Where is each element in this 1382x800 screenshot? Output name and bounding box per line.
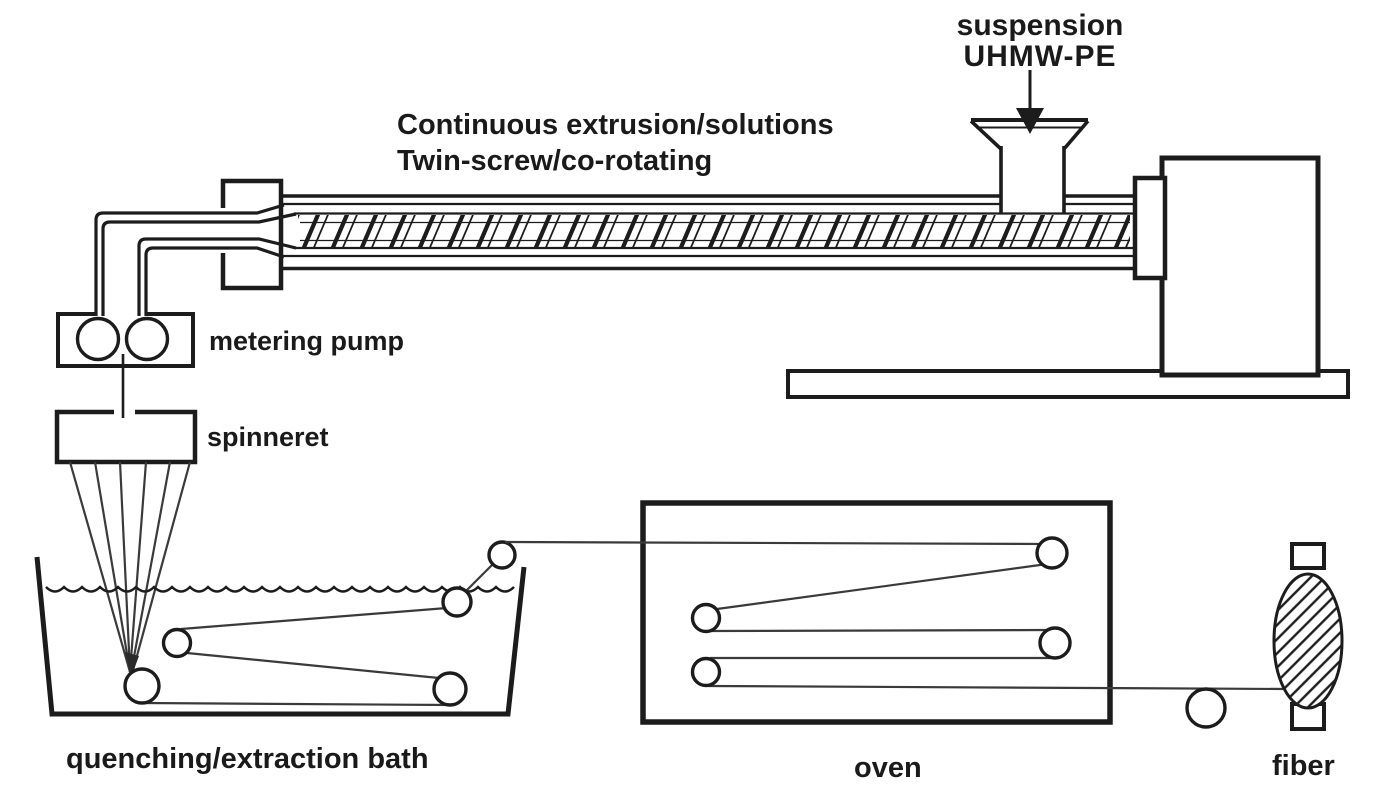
metering-pump-label: metering pump (209, 326, 404, 356)
diagram-labels: suspension UHMW-PE Continuous extrusion/… (66, 9, 1335, 784)
feed-arrow-icon (1016, 70, 1044, 134)
metering-pump (56, 203, 297, 368)
bath-roller-2 (432, 671, 468, 707)
water-surface (45, 585, 515, 593)
bath-wall (34, 556, 527, 717)
extruder-caption-line2: Twin-screw/co-rotating (397, 145, 712, 177)
oven-roller-4 (690, 656, 722, 688)
fiber-label: fiber (1272, 750, 1335, 782)
feed-label-line1: suspension (957, 9, 1124, 42)
filament-fan (68, 461, 192, 677)
motor-block (1159, 155, 1321, 378)
oven-box (640, 500, 1113, 725)
oven-roller-2 (690, 602, 722, 634)
oven (504, 500, 1288, 725)
bath-roller-3 (161, 627, 193, 659)
bath-roller-1 (123, 667, 161, 705)
twin-screw-hatch (298, 215, 1130, 247)
feed-hopper (969, 118, 1090, 214)
extruder-barrel (281, 194, 1137, 271)
fiber-winder (1185, 542, 1344, 731)
pump-gear-right (124, 316, 170, 362)
oven-roller-3 (1038, 626, 1072, 660)
quench-bath (34, 540, 527, 717)
guide-roller (1185, 687, 1227, 729)
bath-roller-5 (487, 540, 517, 570)
bath-roller-4 (441, 586, 473, 618)
feed-label-line2: UHMW-PE (963, 40, 1116, 73)
pump-gear-left (75, 316, 121, 362)
spinneret-block (54, 409, 198, 465)
spinneret (54, 354, 198, 677)
extruder-assembly (220, 70, 1350, 399)
bobbin-spindle-top (1290, 542, 1326, 570)
extruder-caption-line1: Continuous extrusion/solutions (397, 109, 834, 141)
flange-block (220, 178, 284, 291)
coupling-block (1132, 175, 1168, 281)
melt-pipe (94, 203, 297, 316)
oven-roller-1 (1035, 536, 1069, 570)
quench-bath-label: quenching/extraction bath (66, 743, 429, 775)
spinneret-label: spinneret (207, 422, 329, 452)
oven-thread-path (504, 540, 1288, 691)
bath-thread-path (141, 564, 493, 707)
oven-label: oven (854, 752, 922, 784)
